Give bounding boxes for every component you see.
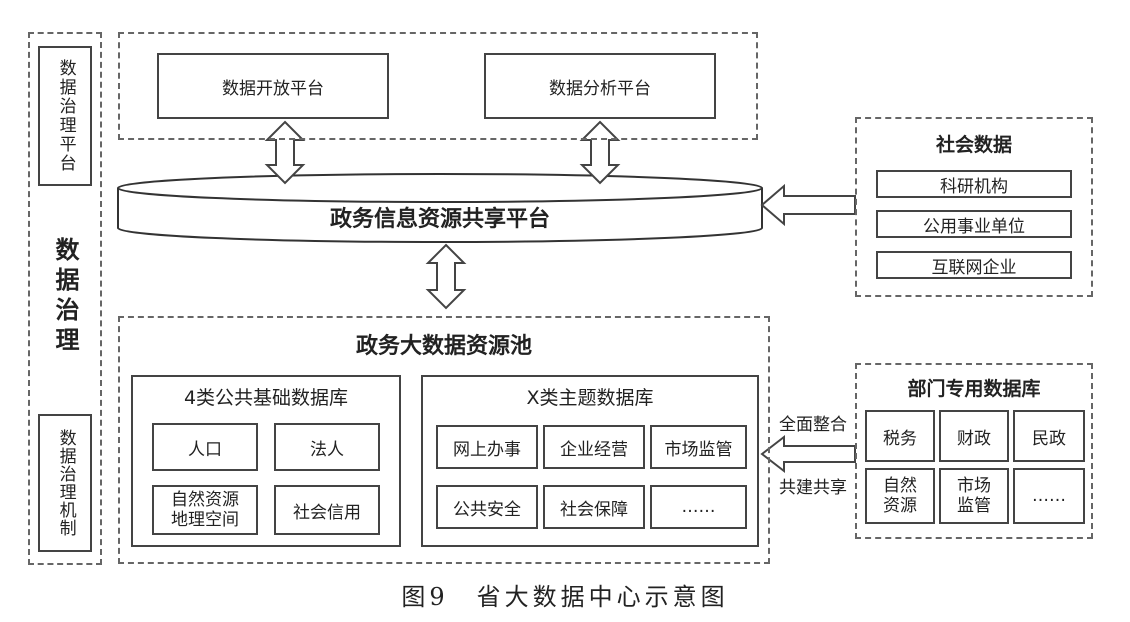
figure-caption: 图9 省大数据中心示意图 — [401, 582, 729, 611]
topic-db-title: X类主题数据库 — [526, 386, 654, 409]
social-item-research: 科研机构 — [876, 170, 1072, 198]
double-arrow-resource-pool — [425, 243, 467, 310]
double-arrow-open-platform — [264, 120, 306, 185]
dept-db-item-label: 民政 — [1032, 428, 1066, 449]
dept-db-item-label: …… — [1032, 486, 1066, 506]
sharing-platform-title-box: 政务信息资源共享平台 — [118, 200, 762, 234]
dept-db-item-label: 自然资源 — [883, 475, 917, 516]
resource-pool-title-box: 政务大数据资源池 — [118, 328, 770, 360]
topic-db-item-label: 社会保障 — [560, 499, 628, 520]
social-item-internet: 互联网企业 — [876, 251, 1072, 279]
arrow-social-to-platform — [760, 183, 856, 227]
basic-db-item-label: 法人 — [310, 439, 344, 460]
figure-caption-box: 图9 省大数据中心示意图 — [0, 574, 1130, 614]
basic-db-item-label: 社会信用 — [293, 502, 361, 523]
top-platforms-group — [118, 32, 758, 140]
dept-db-item-finance: 财政 — [939, 410, 1009, 462]
social-data-title-box: 社会数据 — [855, 128, 1093, 158]
open-platform-box: 数据开放平台 — [157, 53, 389, 119]
dept-db-group — [855, 363, 1093, 539]
dept-db-item-natural: 自然资源 — [865, 468, 935, 524]
topic-db-item-label: …… — [681, 497, 716, 517]
basic-db-item-geo: 自然资源地理空间 — [152, 485, 258, 535]
topic-db-item-label: 网上办事 — [453, 439, 521, 460]
open-platform-label: 数据开放平台 — [222, 78, 324, 99]
basic-db-item-label: 自然资源地理空间 — [171, 489, 239, 530]
dept-db-item-more: …… — [1013, 468, 1085, 524]
topic-db-item: 企业经营 — [543, 425, 645, 469]
topic-db-title-box: X类主题数据库 — [421, 381, 759, 411]
analysis-platform-box: 数据分析平台 — [484, 53, 716, 119]
analysis-platform-label: 数据分析平台 — [549, 78, 651, 99]
dept-db-title-box: 部门专用数据库 — [855, 372, 1093, 402]
governance-mechanism-box: 数据治理机制 — [38, 414, 92, 552]
social-data-title: 社会数据 — [935, 133, 1012, 156]
dept-db-item-label: 市场监管 — [957, 475, 991, 516]
double-arrow-analysis-platform — [579, 120, 621, 185]
dept-db-item-market: 市场监管 — [939, 468, 1009, 524]
basic-db-item-legal: 法人 — [274, 423, 380, 471]
social-item-label: 公用事业单位 — [923, 216, 1025, 237]
governance-platform-label: 数据治理平台 — [55, 59, 76, 173]
topic-db-item: 市场监管 — [650, 425, 747, 469]
arrow-label-integrate: 全面整合 — [772, 410, 854, 435]
topic-db-item-label: 公共安全 — [453, 499, 521, 520]
social-item-utility: 公用事业单位 — [876, 210, 1072, 238]
governance-label-box: 数据治理 — [38, 232, 92, 362]
dept-db-item-label: 税务 — [883, 428, 917, 449]
topic-db-item: …… — [650, 485, 747, 529]
topic-db-item: 公共安全 — [436, 485, 538, 529]
governance-mechanism-label: 数据治理机制 — [55, 429, 76, 537]
dept-db-item-civil: 民政 — [1013, 410, 1085, 462]
resource-pool-title: 政务大数据资源池 — [355, 334, 532, 359]
dept-db-title: 部门专用数据库 — [907, 377, 1041, 400]
arrow-label-share: 共建共享 — [772, 473, 854, 498]
basic-db-item-credit: 社会信用 — [274, 485, 380, 535]
governance-label: 数据治理 — [51, 237, 79, 357]
dept-db-item-tax: 税务 — [865, 410, 935, 462]
topic-db-item-label: 企业经营 — [560, 439, 628, 460]
arrow-dept-to-pool — [760, 434, 856, 474]
basic-db-item-population: 人口 — [152, 423, 258, 471]
topic-db-item: 网上办事 — [436, 425, 538, 469]
topic-db-item-label: 市场监管 — [664, 439, 733, 460]
arrow-label-share-text: 共建共享 — [779, 477, 847, 498]
sharing-platform-title: 政务信息资源共享平台 — [329, 207, 550, 232]
basic-db-title: 4类公共基础数据库 — [183, 386, 349, 409]
governance-column — [28, 32, 102, 565]
basic-db-title-box: 4类公共基础数据库 — [131, 381, 401, 411]
social-item-label: 科研机构 — [940, 176, 1008, 197]
dept-db-item-label: 财政 — [957, 428, 991, 449]
topic-db-item: 社会保障 — [543, 485, 645, 529]
resource-pool-group — [118, 316, 770, 564]
governance-platform-box: 数据治理平台 — [38, 46, 92, 186]
basic-db-item-label: 人口 — [188, 439, 222, 460]
arrow-label-integrate-text: 全面整合 — [779, 414, 847, 435]
social-item-label: 互联网企业 — [931, 257, 1017, 278]
social-data-group — [855, 117, 1093, 297]
